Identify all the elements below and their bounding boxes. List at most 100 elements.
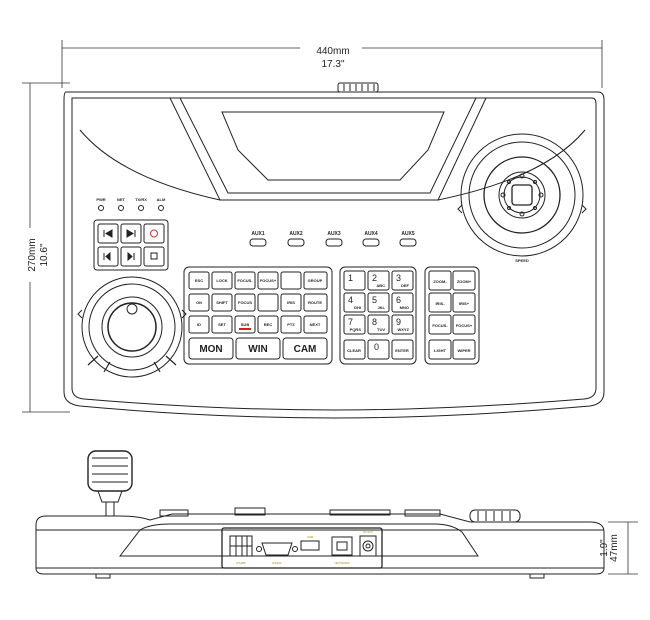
stop-button[interactable] (143, 246, 165, 267)
key-wiper[interactable]: WIPER (457, 348, 470, 353)
media-buttons[interactable] (93, 219, 169, 271)
key-iris[interactable]: IRIS (287, 300, 295, 305)
status-indicators: PWR NET TX/RX ALM (96, 197, 166, 211)
network-port-icon (331, 536, 353, 556)
key-8-sub: TUV (377, 327, 385, 332)
ptz-joystick[interactable] (457, 133, 587, 257)
play-pause-icon (126, 229, 136, 238)
key-cam[interactable]: CAM (294, 344, 317, 355)
usb-label: USB (307, 535, 313, 539)
width-dimension (61, 40, 603, 88)
key-6-sub: MNO (400, 305, 409, 310)
prev-button[interactable] (97, 223, 119, 244)
record-button[interactable] (143, 223, 165, 244)
aux3-button[interactable] (325, 238, 343, 247)
indicator-txrx-label: TX/RX (135, 197, 147, 202)
key-sub[interactable]: SUB (241, 322, 250, 327)
key-4[interactable]: 4 (348, 295, 353, 305)
usb-port-icon (300, 540, 320, 551)
top-view-body (63, 82, 605, 419)
key-5[interactable]: 5 (372, 295, 377, 305)
depth-inch-label: 1.9" (599, 539, 610, 557)
indicator-alm-label: ALM (157, 197, 166, 202)
depth-dimension (608, 521, 638, 575)
dc-power-port-icon (359, 535, 377, 557)
aux5-label: AUX5 (401, 231, 415, 237)
key-set[interactable]: SET (218, 322, 226, 327)
speed-right-arrow-icon (581, 204, 587, 214)
aux5-button[interactable] (399, 238, 417, 247)
key-3-sub: DEF (401, 283, 410, 288)
speed-label: SPEED (515, 258, 529, 263)
aux3-label: AUX3 (327, 231, 341, 237)
key-esc[interactable]: ESC (195, 278, 203, 283)
key-1[interactable]: 1 (348, 273, 353, 283)
aux4-label: AUX4 (364, 231, 378, 237)
indicator-pwr-label: PWR (96, 197, 105, 202)
rs232-port-icon (261, 542, 293, 556)
lens-keypad[interactable]: ZOOM- ZOOM+ IRIS- IRIS+ FOCUS- FOCUS+ LI… (424, 266, 480, 365)
aux1-button[interactable] (249, 238, 267, 247)
key-2-sub: ABC (376, 283, 385, 288)
stop-icon (150, 252, 158, 260)
function-keypad[interactable]: ESC LOCK FOCUS- FOCUS+ GROUP ON SHIFT FO… (183, 266, 333, 365)
key-8[interactable]: 8 (372, 317, 377, 327)
step-forward-icon (127, 251, 135, 262)
key-7[interactable]: 7 (348, 317, 353, 327)
key-zoom-plus[interactable]: ZOOM+ (457, 279, 472, 284)
rs485-label: RS485 (236, 561, 246, 565)
aux-buttons[interactable]: AUX1 AUX2 AUX3 AUX4 AUX5 (249, 231, 417, 247)
key-focus-plus[interactable]: FOCUS+ (260, 278, 277, 283)
key-focus-near[interactable]: FOCUS- (432, 323, 448, 328)
numeric-keypad[interactable]: 1 2 3 4 5 6 7 8 9 CLEAR 0 ENTER ABC DEF … (339, 266, 417, 365)
width-mm-label: 440mm (316, 46, 349, 57)
record-icon (150, 229, 158, 238)
key-zoom-minus[interactable]: ZOOM- (433, 279, 447, 284)
key-focus[interactable]: FOCUS (238, 300, 252, 305)
height-inch-label: 10.6" (39, 243, 50, 266)
key-focus-far[interactable]: FOCUS+ (456, 323, 473, 328)
sub-red-indicator (239, 328, 251, 330)
key-mon[interactable]: MON (199, 344, 222, 355)
height-dimension (22, 82, 70, 413)
side-view (35, 450, 605, 579)
play-pause-button[interactable] (120, 223, 142, 244)
key-9-sub: WXYZ (397, 327, 409, 332)
key-iris-minus[interactable]: IRIS- (435, 301, 445, 306)
key-enter[interactable]: ENTER (395, 348, 409, 353)
key-3[interactable]: 3 (396, 273, 401, 283)
key-5-sub: JKL (377, 305, 385, 310)
key-next[interactable]: NEXT (310, 322, 321, 327)
key-clear[interactable]: CLEAR (347, 348, 361, 353)
aux4-button[interactable] (362, 238, 380, 247)
key-6[interactable]: 6 (396, 295, 401, 305)
height-mm-label: 270mm (27, 238, 38, 271)
step-back-button[interactable] (97, 246, 119, 267)
key-lock[interactable]: LOCK (216, 278, 227, 283)
key-win[interactable]: WIN (248, 344, 267, 355)
left-arrow-icon (77, 309, 83, 319)
key-ptz[interactable]: PTZ (287, 322, 295, 327)
key-rec[interactable]: REC (264, 322, 273, 327)
key-9[interactable]: 9 (396, 317, 401, 327)
left-jog-wheel[interactable] (77, 276, 187, 378)
key-group[interactable]: GROUP (308, 278, 323, 283)
key-on[interactable]: ON (196, 300, 202, 305)
key-shift[interactable]: SHIFT (216, 300, 228, 305)
key-2[interactable]: 2 (372, 273, 377, 283)
step-forward-button[interactable] (120, 246, 142, 267)
key-iris-plus[interactable]: IRIS+ (459, 301, 470, 306)
prev-icon (103, 229, 113, 238)
aux2-button[interactable] (287, 238, 305, 247)
txrx-led-icon (138, 205, 144, 211)
key-route[interactable]: ROUTE (308, 300, 322, 305)
key-0[interactable]: 0 (374, 342, 379, 352)
key-id[interactable]: ID (197, 322, 201, 327)
key-focus-minus[interactable]: FOCUS- (237, 278, 253, 283)
rear-ports (229, 535, 377, 557)
net-led-icon (118, 205, 124, 211)
width-inch-label: 17.3" (321, 59, 344, 70)
alm-led-icon (158, 205, 164, 211)
key-light[interactable]: LIGHT (434, 348, 447, 353)
